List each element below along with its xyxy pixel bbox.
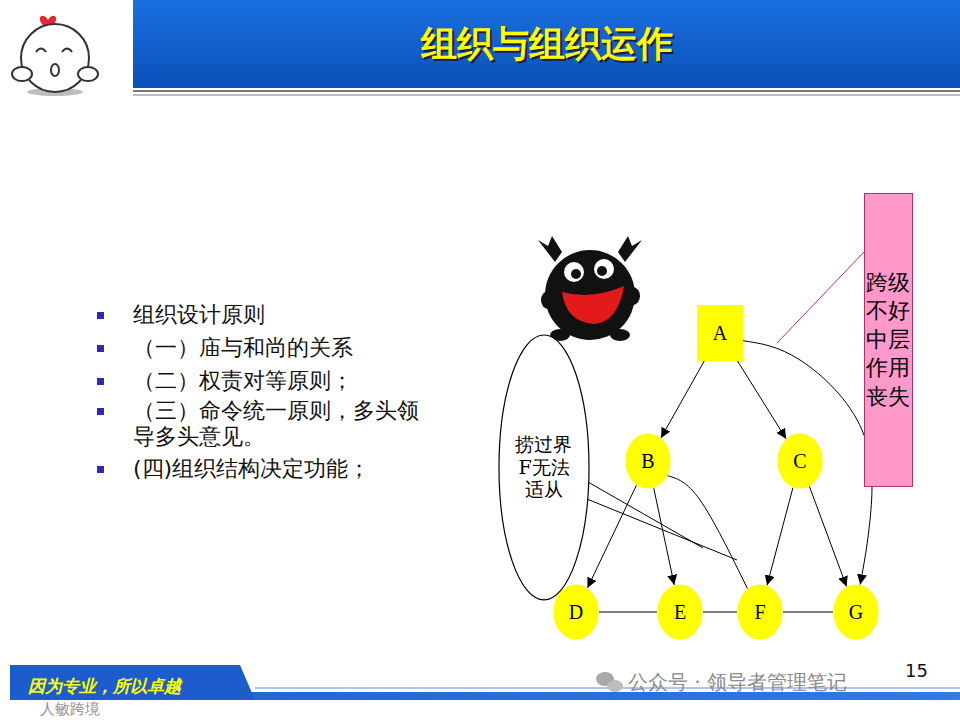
node-text: G [849, 600, 863, 624]
bullet-item: （三）命令统一原则，多头领导多头意见。 [133, 398, 433, 451]
bullet-item: （二）权责对等原则； [133, 368, 453, 394]
bullet-square [97, 378, 104, 385]
slide-title: 组织与组织运作 [133, 0, 960, 88]
node-body: C [777, 433, 823, 489]
connector [743, 341, 872, 585]
header-rule [133, 90, 960, 92]
node-text: 捞过界F无法适从 [515, 433, 574, 501]
node-body: 捞过界F无法适从 [498, 334, 590, 601]
node-text: B [641, 449, 654, 473]
connector [809, 487, 846, 587]
connector [783, 612, 833, 613]
node-text: E [674, 600, 686, 624]
connector [588, 485, 637, 588]
note-box: 跨级不好中层作用丧失 [864, 193, 913, 487]
bullet-square [97, 408, 104, 415]
node-shape [658, 585, 702, 639]
monster-figure [538, 236, 642, 341]
node-shape [778, 434, 822, 488]
leader-line [588, 482, 703, 548]
connector [738, 361, 787, 439]
node-shape [738, 585, 782, 639]
node-body: B [625, 433, 671, 489]
bullet-item: (四)组织结构决定功能； [133, 456, 453, 482]
node-text: C [793, 449, 806, 473]
logo-face [12, 16, 98, 96]
footer-slogan: 因为专业，所以卓越 [28, 676, 238, 696]
org-node: E [657, 584, 703, 640]
leader-line [777, 252, 864, 343]
bullet-square [97, 312, 104, 319]
bullet-heading: 组织设计原则 [133, 302, 453, 328]
org-node: C [777, 433, 823, 489]
node-shape [626, 434, 670, 488]
org-node: F [737, 584, 783, 640]
node-body: 跨级不好中层作用丧失 [864, 193, 913, 487]
node-text: 跨级不好中层作用丧失 [866, 269, 910, 412]
footer-tab [10, 665, 255, 700]
node-body: E [657, 584, 703, 640]
connector [703, 612, 737, 613]
bullet-item: （一）庙与和尚的关系 [133, 335, 453, 361]
node-body: D [553, 584, 599, 640]
connector [767, 488, 793, 586]
org-node: D [553, 584, 599, 640]
node-body: F [737, 584, 783, 640]
bullet-square [97, 345, 104, 352]
wechat-icon [596, 672, 623, 692]
connector [668, 476, 748, 589]
connector [654, 488, 675, 585]
header-rule [133, 95, 960, 96]
connector [661, 361, 704, 438]
page-number: 15 [905, 660, 945, 682]
node-text: F [754, 600, 765, 624]
connector [599, 612, 657, 613]
org-node: G [833, 584, 879, 640]
node-body: G [833, 584, 879, 640]
node-shape [554, 585, 598, 639]
process-box: A [697, 305, 743, 361]
node-shape [698, 306, 743, 361]
node-shape [834, 585, 878, 639]
header-bar [133, 0, 960, 88]
watermark: 人敏跨境 [40, 700, 160, 718]
callout-bubble: 捞过界F无法适从 [498, 334, 590, 601]
node-body: A [697, 305, 743, 361]
node-text: D [569, 600, 583, 624]
node-shape [499, 335, 589, 600]
watermark: 公众号 · 领导者管理笔记 [628, 670, 948, 694]
node-text: A [713, 321, 727, 345]
node-shape [864, 194, 912, 487]
org-node: B [625, 433, 671, 489]
bullet-square [97, 466, 104, 473]
